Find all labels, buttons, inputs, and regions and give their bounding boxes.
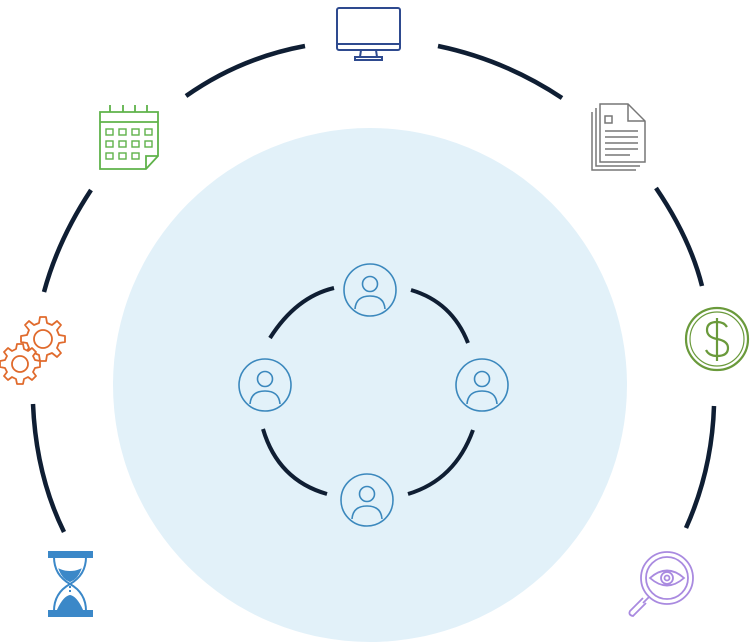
inner-arc-bottom-left — [261, 428, 328, 496]
dollar-icon — [684, 306, 750, 372]
inner-arc-bottom-right — [407, 429, 475, 496]
outer-arc-right-upper — [654, 186, 705, 287]
outer-arc-top-left — [184, 43, 306, 98]
outer-arc-left-upper — [41, 188, 93, 293]
outer-arc-left-lower — [30, 403, 67, 533]
person-icon-bottom — [340, 473, 394, 527]
hourglass-icon — [48, 551, 93, 617]
person-icon-top — [343, 263, 397, 317]
inner-ring — [261, 286, 475, 496]
outer-arc-right-lower — [683, 405, 717, 529]
person-icon-right — [455, 358, 509, 412]
calendar-icon — [99, 105, 159, 170]
inner-arc-top-left — [268, 286, 335, 340]
monitor-icon — [336, 7, 401, 61]
person-icon-left — [238, 358, 292, 412]
inner-arc-top-right — [410, 288, 470, 344]
center-disc — [113, 128, 627, 642]
eye-search-icon — [628, 551, 694, 617]
gears-icon — [0, 316, 66, 385]
document-icon — [591, 103, 646, 171]
outer-arc-top-right — [437, 43, 564, 100]
outer-ring — [30, 43, 717, 533]
